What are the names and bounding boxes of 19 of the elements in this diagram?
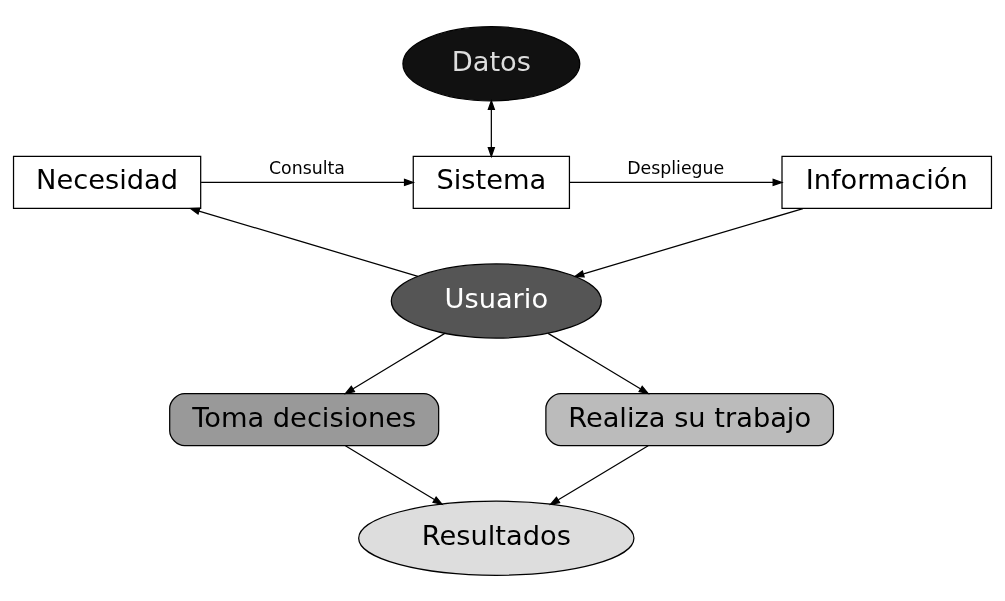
node-box: Realiza su trabajo — [545, 392, 835, 446]
arrow — [188, 206, 419, 277]
arrow — [487, 98, 496, 158]
node-box: Toma decisiones — [169, 392, 440, 446]
arrow — [547, 332, 650, 394]
arrow — [200, 177, 416, 186]
arrow — [568, 177, 784, 186]
arrow — [548, 444, 649, 505]
arrow — [344, 444, 444, 505]
node-box: Información — [781, 155, 993, 209]
node-ellipse: Datos — [402, 25, 581, 101]
arrow — [343, 332, 446, 394]
node-ellipse: Resultados — [358, 500, 635, 576]
node-box: Sistema — [412, 155, 571, 209]
arrow — [573, 207, 804, 277]
node-ellipse: Usuario — [390, 262, 602, 339]
edge-label: Despliegue — [627, 157, 725, 178]
edge-label: Consulta — [268, 157, 345, 178]
node-box: Necesidad — [12, 155, 202, 209]
